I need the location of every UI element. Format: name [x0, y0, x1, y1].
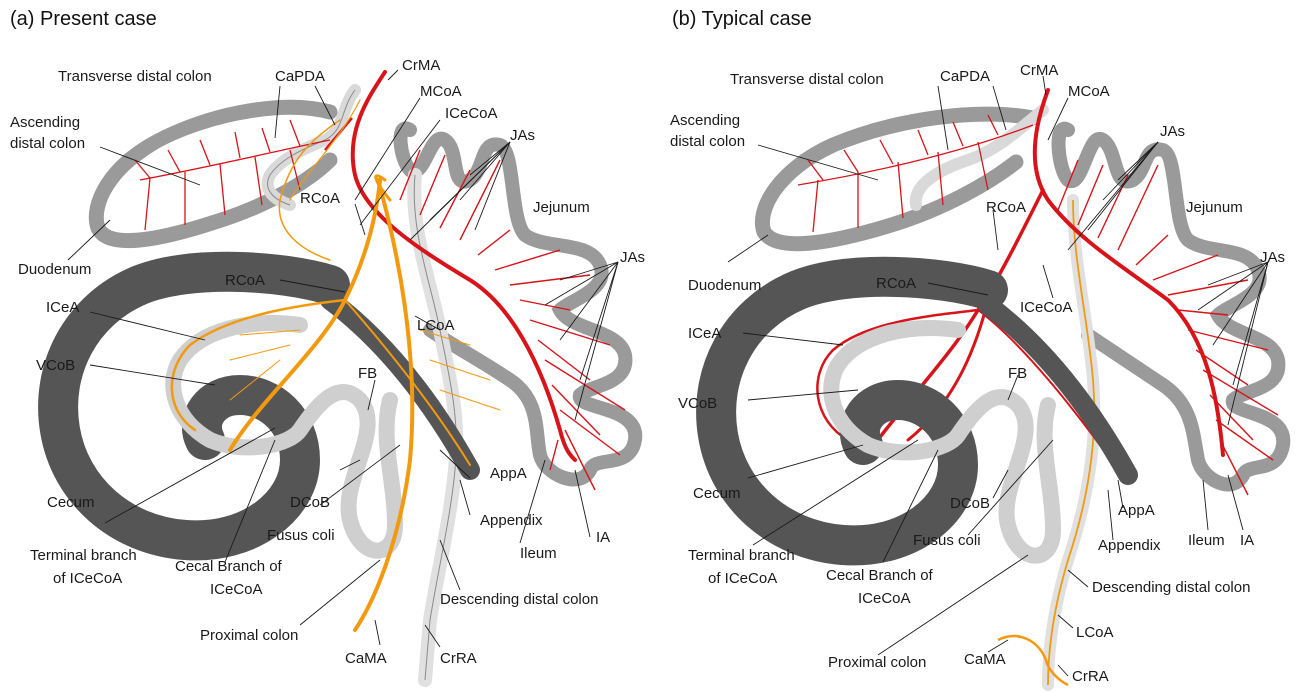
intestinal-artery-diagram: CrMA CaPDA Transverse distal colon MCoA … — [0, 0, 648, 692]
label-ia: IA — [596, 529, 610, 546]
label-mcoa: MCoA — [420, 83, 462, 100]
label-cecal-branch-1: Cecal Branch of — [175, 558, 283, 575]
label-transverse-distal-colon: Transverse distal colon — [730, 71, 884, 88]
label-ileum: Ileum — [520, 545, 557, 562]
label-cecal-branch-2: ICeCoA — [858, 590, 911, 607]
label-proximal-colon: Proximal colon — [200, 627, 298, 644]
label-ascending-distal-colon-2: distal colon — [10, 135, 85, 152]
label-vcob: VCoB — [36, 357, 75, 374]
label-fusus-coli: Fusus coli — [913, 532, 981, 549]
label-crra: CrRA — [1072, 668, 1109, 685]
label-duodenum: Duodenum — [688, 277, 761, 294]
label-terminal-branch-2: of ICeCoA — [53, 570, 122, 587]
label-transverse-distal-colon: Transverse distal colon — [58, 68, 212, 85]
label-ileum: Ileum — [1188, 532, 1225, 549]
intestinal-artery-diagram: Transverse distal colon CaPDA CrMA MCoA … — [648, 0, 1296, 692]
label-ascending-distal-colon-1: Ascending — [670, 112, 740, 129]
label-rcoa-lower: RCoA — [876, 275, 916, 292]
label-cecum: Cecum — [693, 485, 741, 502]
label-jejunum: Jejunum — [533, 199, 590, 216]
label-appendix: Appendix — [1098, 537, 1161, 554]
label-jas-right: JAs — [1260, 249, 1285, 266]
label-terminal-branch-1: Terminal branch — [688, 547, 795, 564]
label-appa: AppA — [490, 465, 527, 482]
duodenum — [762, 114, 1033, 244]
label-rcoa-upper: RCoA — [300, 190, 340, 207]
label-fusus-coli: Fusus coli — [267, 527, 335, 544]
label-cama: CaMA — [964, 651, 1006, 668]
label-vcob: VCoB — [678, 395, 717, 412]
label-terminal-branch-1: Terminal branch — [30, 547, 137, 564]
label-fb: FB — [1008, 365, 1027, 382]
label-icea: ICeA — [46, 299, 79, 316]
panel-typical-case: (b) Typical case — [648, 0, 1296, 692]
label-icecoa: ICeCoA — [1020, 299, 1073, 316]
label-jejunum: Jejunum — [1186, 199, 1243, 216]
panel-present-case: (a) Present case — [0, 0, 648, 692]
label-ia: IA — [1240, 532, 1254, 549]
label-lcoa: LCoA — [417, 317, 455, 334]
label-cama: CaMA — [345, 650, 387, 667]
label-cecal-branch-2: ICeCoA — [210, 581, 263, 598]
label-duodenum: Duodenum — [18, 261, 91, 278]
label-terminal-branch-2: of ICeCoA — [708, 570, 777, 587]
label-jas-right: JAs — [620, 249, 645, 266]
cecum — [716, 277, 988, 546]
label-jas-upper: JAs — [1160, 123, 1185, 140]
label-rcoa-upper: RCoA — [986, 199, 1026, 216]
label-dcob: DCoB — [290, 494, 330, 511]
label-cecum: Cecum — [47, 494, 95, 511]
label-lcoa: LCoA — [1076, 624, 1114, 641]
label-ascending-distal-colon-2: distal colon — [670, 133, 745, 150]
label-proximal-colon: Proximal colon — [828, 654, 926, 671]
label-ascending-distal-colon-1: Ascending — [10, 114, 80, 131]
label-descending-distal-colon: Descending distal colon — [1092, 579, 1250, 596]
label-appa: AppA — [1118, 502, 1155, 519]
label-appendix: Appendix — [480, 512, 543, 529]
label-cecal-branch-1: Cecal Branch of — [826, 567, 934, 584]
label-crma: CrMA — [402, 57, 440, 74]
label-jas-upper: JAs — [510, 127, 535, 144]
label-descending-distal-colon: Descending distal colon — [440, 591, 598, 608]
label-icea: ICeA — [688, 325, 721, 342]
label-crma: CrMA — [1020, 62, 1058, 79]
label-capda: CaPDA — [940, 68, 990, 85]
label-fb: FB — [358, 365, 377, 382]
cama-crra-artery — [998, 636, 1068, 685]
label-rcoa-lower: RCoA — [225, 272, 265, 289]
label-crra: CrRA — [440, 650, 477, 667]
label-dcob: DCoB — [950, 495, 990, 512]
label-mcoa: MCoA — [1068, 83, 1110, 100]
label-icecoa: ICeCoA — [445, 105, 498, 122]
label-capda: CaPDA — [275, 68, 325, 85]
